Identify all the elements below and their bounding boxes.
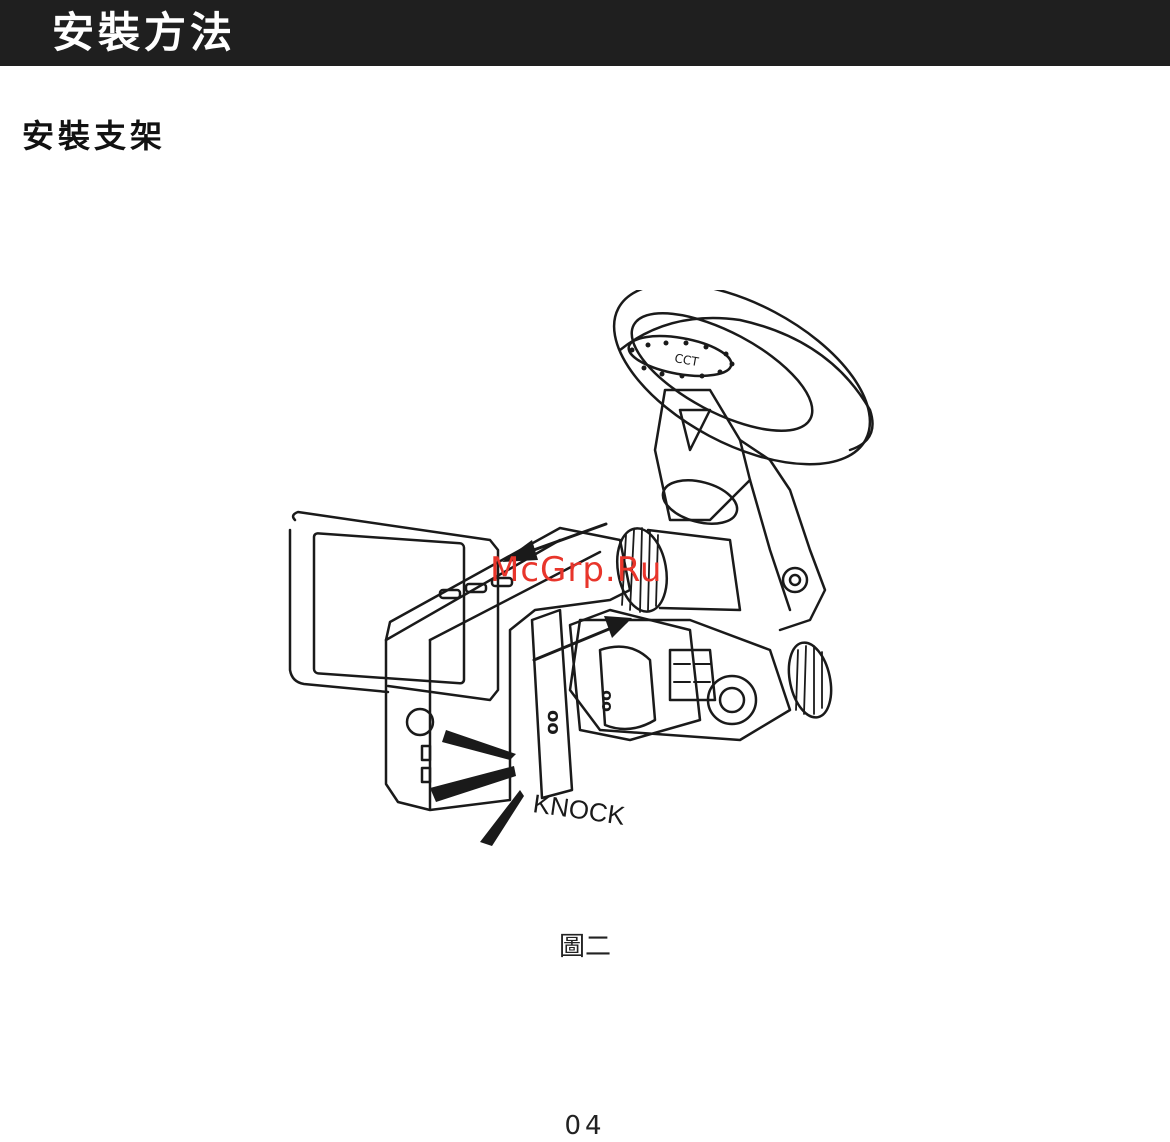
mount-joint-lower <box>570 620 837 740</box>
section-title: 安裝支架 <box>22 116 166 156</box>
figure-caption: 圖二 <box>0 930 1170 964</box>
mount-logo: CCT <box>673 351 700 369</box>
mount-arm-upper <box>655 390 825 630</box>
suction-cup: CCT <box>586 290 899 502</box>
svg-text:oo: oo <box>598 690 617 712</box>
page-number: 04 <box>0 1110 1170 1142</box>
page-title: 安裝方法 <box>52 6 236 60</box>
knock-label: KNOCK <box>531 788 627 831</box>
header-bar: 安裝方法 <box>0 0 1170 66</box>
watermark-text: McGrp.Ru <box>490 550 662 590</box>
svg-text:oo: oo <box>543 710 564 735</box>
